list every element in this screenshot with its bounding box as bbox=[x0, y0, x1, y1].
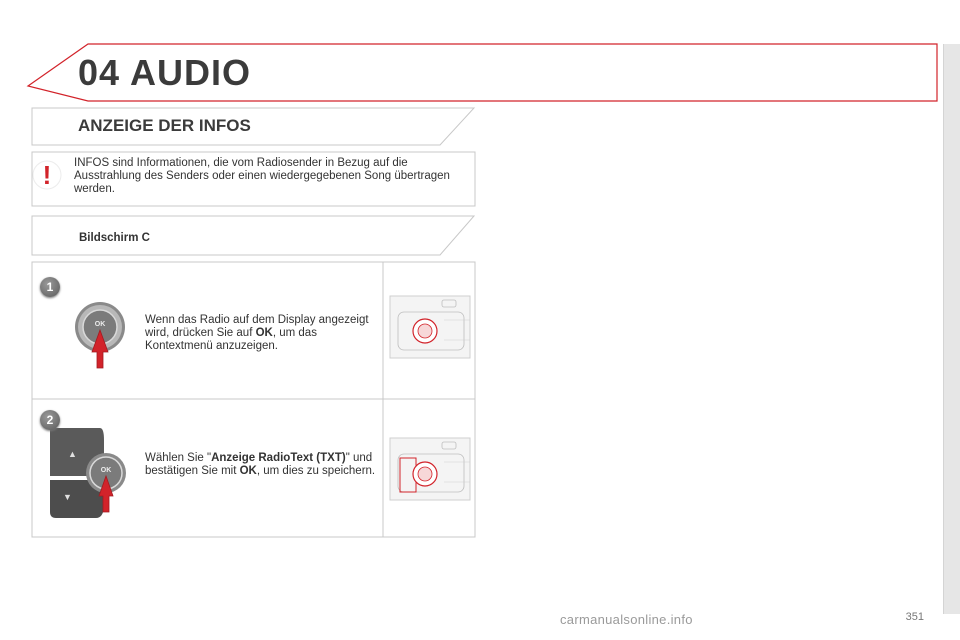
ok-knob-illustration bbox=[75, 302, 125, 369]
step-text: Wenn das Radio auf dem Display angezeigt… bbox=[145, 314, 369, 339]
page-number: 351 bbox=[905, 611, 924, 623]
chapter-number: 04 bbox=[78, 52, 121, 93]
control-panel-thumbnail-2 bbox=[389, 437, 471, 501]
chapter-title: AUDIO bbox=[130, 52, 251, 93]
step-bold: Anzeige RadioText (TXT) bbox=[211, 452, 346, 464]
keypad-illustration: ▲ ▼ bbox=[50, 428, 126, 518]
step-bold: OK bbox=[239, 465, 257, 477]
step-text: , um dies zu speichern. bbox=[256, 465, 376, 477]
step-text: " und bestätigen Sie mit bbox=[145, 452, 373, 477]
warning-exclamation-icon: ! bbox=[32, 160, 62, 190]
svg-text:!: ! bbox=[43, 160, 52, 190]
section-title-frame bbox=[31, 107, 476, 146]
arrow-down-icon: ▼ bbox=[63, 492, 72, 502]
ok-knob-label: OK bbox=[94, 321, 106, 328]
step-1-instruction: Wenn das Radio auf dem Display angezeigt… bbox=[145, 314, 377, 353]
press-arrow-icon bbox=[98, 474, 114, 513]
watermark: carmanualsonline.info bbox=[560, 612, 693, 627]
subsection-title: Bildschirm C bbox=[79, 232, 150, 244]
step-text: Wählen Sie " bbox=[145, 452, 212, 464]
subsection-frame bbox=[31, 215, 476, 256]
control-panel-thumbnail-1 bbox=[389, 295, 471, 359]
ok-knob-label: OK bbox=[100, 467, 112, 474]
step-2-instruction: Wählen Sie "Anzeige RadioText (TXT)" und… bbox=[145, 452, 377, 478]
press-arrow-icon bbox=[91, 328, 109, 369]
step-bold: OK bbox=[255, 327, 273, 339]
step-number-badge: 1 bbox=[40, 277, 60, 297]
section-title: ANZEIGE DER INFOS bbox=[78, 116, 251, 135]
chapter-side-tab bbox=[943, 44, 960, 614]
step-number-badge: 2 bbox=[40, 410, 60, 430]
arrow-up-icon: ▲ bbox=[68, 449, 77, 459]
note-frame bbox=[31, 151, 476, 207]
info-note-text: INFOS sind Informationen, die vom Radios… bbox=[74, 157, 450, 195]
header-frame bbox=[26, 43, 938, 102]
step-text: , um das Kontextmenü anzuzeigen. bbox=[145, 327, 317, 352]
